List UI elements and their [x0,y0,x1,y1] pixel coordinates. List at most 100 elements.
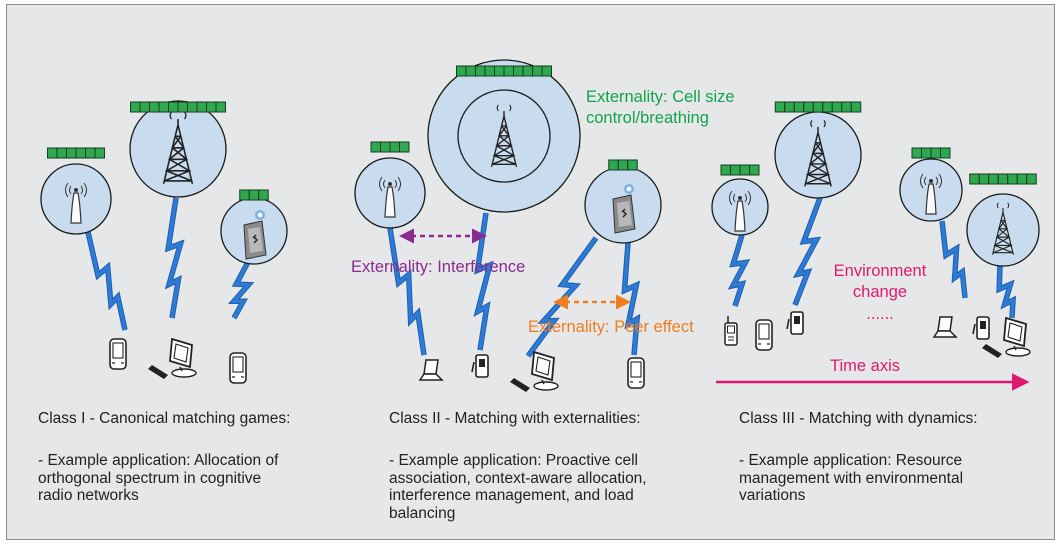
capacity-slot [503,65,514,77]
phone-icon [755,319,773,351]
capacity-slot [465,65,476,77]
capacity-slot [969,173,980,185]
capacity-bar [608,159,638,171]
capacity-slot [380,141,391,153]
capacity-slot [47,147,58,159]
wireless-link [387,227,427,356]
capacity-slot [793,101,805,113]
capacity-slot [831,101,843,113]
capacity-slot [177,101,188,113]
capacity-slot [456,65,467,77]
capacity-slot [215,101,226,113]
wireless-link [939,220,968,299]
capacity-slot [532,65,543,77]
capacity-slot [239,189,250,201]
capacity-slot [484,65,495,77]
capacity-slot [149,101,160,113]
capacity-slot [130,101,141,113]
capacity-slot [196,101,207,113]
capacity-slot [988,173,999,185]
capacity-slot [841,101,852,113]
desktop-computer-icon [148,337,197,379]
capacity-slot [627,159,638,171]
capacity-bar [774,101,862,113]
capacity-slot [494,65,505,77]
capacity-slot [187,101,198,113]
capacity-slot [617,159,629,171]
capacity-bar [720,164,760,176]
class2-femto-cell [584,159,662,244]
small-cell-icon [920,173,942,215]
capacity-slot [389,141,400,153]
environment-change-label: Environment change ...... [833,262,927,323]
femtocell-icon [612,184,636,234]
tower-icon [162,111,194,184]
capacity-slot [56,147,67,159]
capacity-bar [370,141,410,153]
small-cell-icon [65,182,87,224]
capacity-slot [822,101,833,113]
capacity-slot [541,65,552,77]
coverage-circle [129,100,227,198]
class2-macro-cell [427,59,581,213]
laptop-icon [932,316,958,338]
externality-peer-effect-label: Externality: Peer effect [528,318,694,336]
phone-icon [627,357,645,389]
capacity-bar [911,147,951,159]
tower-icon [992,202,1014,255]
class3-macro-cell-b [966,173,1040,267]
wireless-link [525,236,599,358]
phone-icon [109,338,127,370]
coverage-circle [966,193,1040,267]
class1-macro-cell [129,100,227,198]
desktop-computer-icon [982,316,1031,358]
capacity-slot [206,101,217,113]
capacity-slot [911,147,922,159]
capacity-slot [850,101,862,113]
class2-small-cell [354,141,426,229]
capacity-slot [475,65,486,77]
capacity-slot [812,101,824,113]
capacity-slot [1016,173,1028,185]
tower-icon [490,104,518,167]
handset-icon [972,316,990,340]
class-1-title: Class I - Canonical matching games: [38,410,291,427]
wireless-link [85,231,128,331]
capacity-slot [522,65,533,77]
laptop-icon [418,359,444,381]
capacity-slot [370,141,381,153]
capacity-slot [513,65,524,77]
capacity-slot [258,189,269,201]
capacity-slot [803,101,814,113]
wireless-link [792,197,823,306]
class3-small-cell-b [899,147,963,222]
cellphone-icon [724,316,738,346]
class1-femto-cell [220,189,288,265]
capacity-slot [720,164,731,176]
capacity-slot [749,164,760,176]
class3-small-cell-a [711,164,769,236]
capacity-slot [730,164,741,176]
capacity-slot [94,147,105,159]
capacity-slot [978,173,990,185]
capacity-slot [248,189,260,201]
class-1-example: - Example application: Allocation of ort… [38,452,279,504]
capacity-slot [158,101,169,113]
capacity-slot [784,101,795,113]
capacity-bar [47,147,105,159]
externality-cell-size-label: Externality: Cell size control/breathing [586,88,735,127]
externality-interference-label: Externality: Interference [351,258,526,276]
tower-icon [804,120,832,187]
capacity-slot [139,101,150,113]
capacity-bar [969,173,1037,185]
capacity-slot [399,141,410,153]
class-2-example: - Example application: Proactive cell as… [389,452,647,522]
class-2-title: Class II - Matching with externalities: [389,410,641,427]
class1-small-cell [40,147,112,235]
capacity-slot [921,147,932,159]
coverage-circle [774,111,862,199]
capacity-slot [75,147,86,159]
small-cell-icon [729,190,751,232]
capacity-slot [940,147,951,159]
